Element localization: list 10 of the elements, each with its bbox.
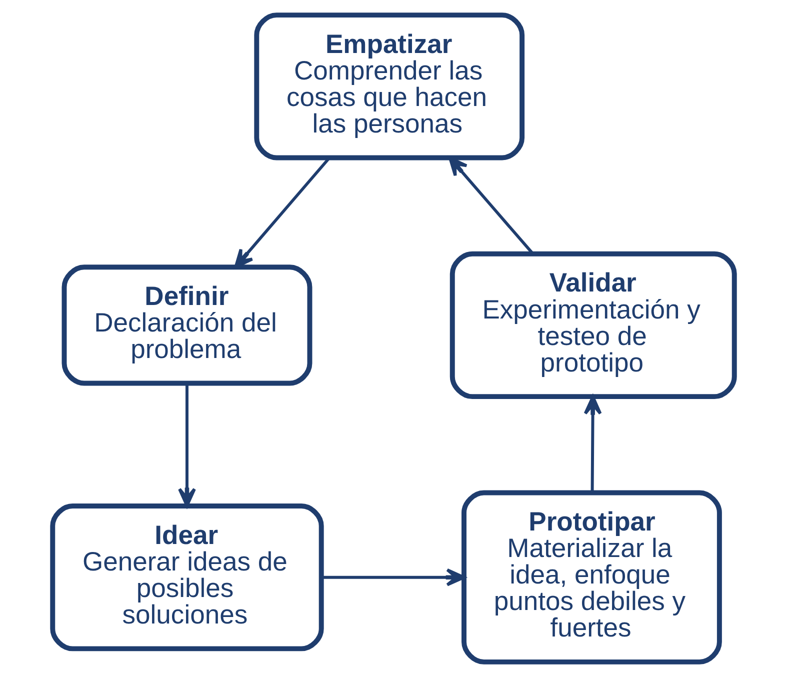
node-box: Prototipar Materializar la idea, enfoque puntos debiles y fuertes xyxy=(462,490,722,664)
node-box: Empatizar Comprender las cosas que hacen las personas xyxy=(254,12,525,160)
node-box: Idear Generar ideas de posibles soluciones xyxy=(50,504,324,652)
arrow xyxy=(584,395,602,493)
node-box: Validar Experimentación y testeo de prototipo xyxy=(450,251,737,400)
arrow xyxy=(234,157,330,268)
arrow xyxy=(321,568,466,586)
arrow xyxy=(448,156,534,254)
node-box: Definir Declaración del problema xyxy=(62,264,312,386)
arrow xyxy=(178,383,196,508)
